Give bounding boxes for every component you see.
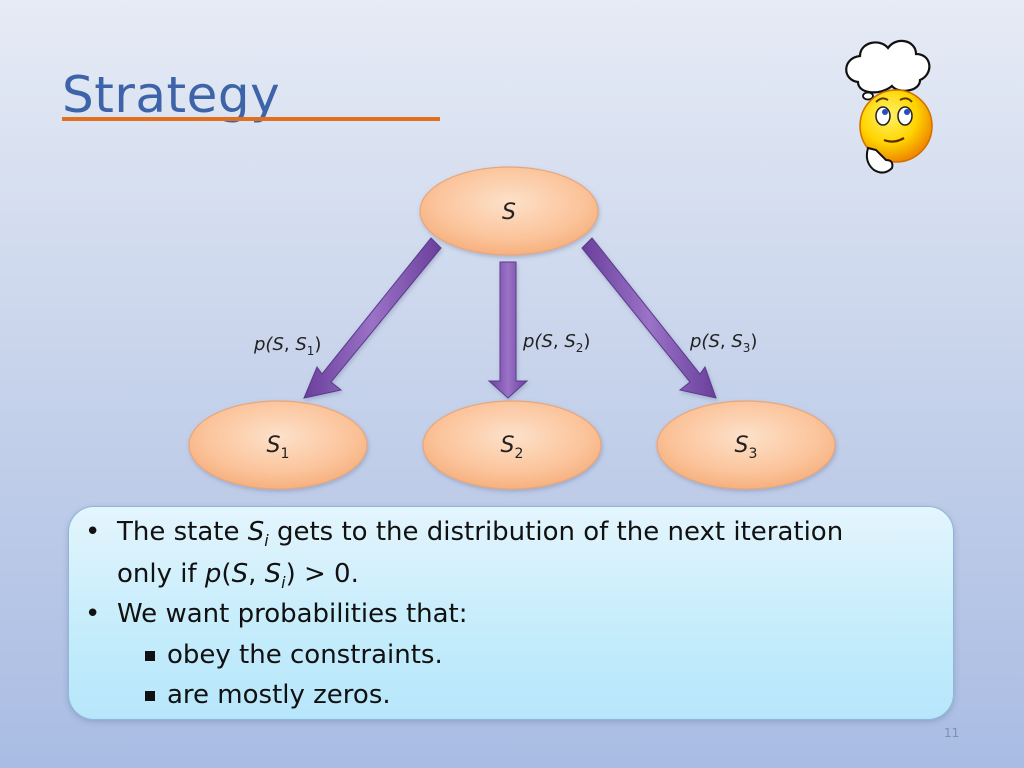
edge-arrow-s2 — [487, 261, 529, 399]
title-underline — [62, 117, 440, 121]
node-s2-sub: 2 — [515, 446, 524, 462]
bullet-1-dot: • — [85, 517, 101, 547]
thinking-smiley-icon — [859, 89, 933, 174]
node-s3: S3 — [656, 400, 836, 490]
edge-arrow-s3 — [581, 237, 717, 399]
bullet-1-line-2: only if p(S, Si) > 0. — [117, 559, 359, 593]
node-s1-base: S — [267, 433, 281, 458]
node-s3-base: S — [735, 433, 749, 458]
edge-label-s3: p(S, S3) — [689, 331, 757, 355]
svg-text:S1: S1 — [267, 433, 290, 462]
sub-bullet-1-text: obey the constraints. — [167, 640, 443, 670]
sub-bullet-2-marker — [145, 691, 155, 701]
node-s1: S1 — [188, 400, 368, 490]
state-transition-diagram: S S1 S2 S3 p(S, S1) p(S, S2) p(S, S3) — [188, 39, 933, 490]
thought-bubble-icon — [845, 39, 931, 109]
sub-bullet-1-marker — [145, 651, 155, 661]
edge-arrow-s1 — [303, 237, 442, 399]
slide-title: Strategy — [62, 66, 281, 124]
sub-bullet-2-text: are mostly zeros. — [167, 680, 391, 710]
bullet-2-dot: • — [85, 599, 101, 629]
node-s-label: S — [502, 200, 516, 225]
edge-label-s2: p(S, S2) — [522, 331, 590, 355]
node-s: S — [419, 166, 599, 256]
node-s2-base: S — [501, 433, 515, 458]
explanation-callout: • The state Si gets to the distribution … — [68, 506, 954, 720]
svg-text:S2: S2 — [501, 433, 524, 462]
page-number: 11 — [944, 726, 960, 740]
node-s2: S2 — [422, 400, 602, 490]
edge-label-s1: p(S, S1) — [253, 334, 321, 358]
node-s1-sub: 1 — [281, 446, 290, 462]
svg-text:S3: S3 — [735, 433, 758, 462]
bullet-1-line-1: The state Si gets to the distribution of… — [117, 517, 844, 551]
node-s3-sub: 3 — [749, 446, 758, 462]
bullet-2-text: We want probabilities that: — [117, 599, 468, 629]
